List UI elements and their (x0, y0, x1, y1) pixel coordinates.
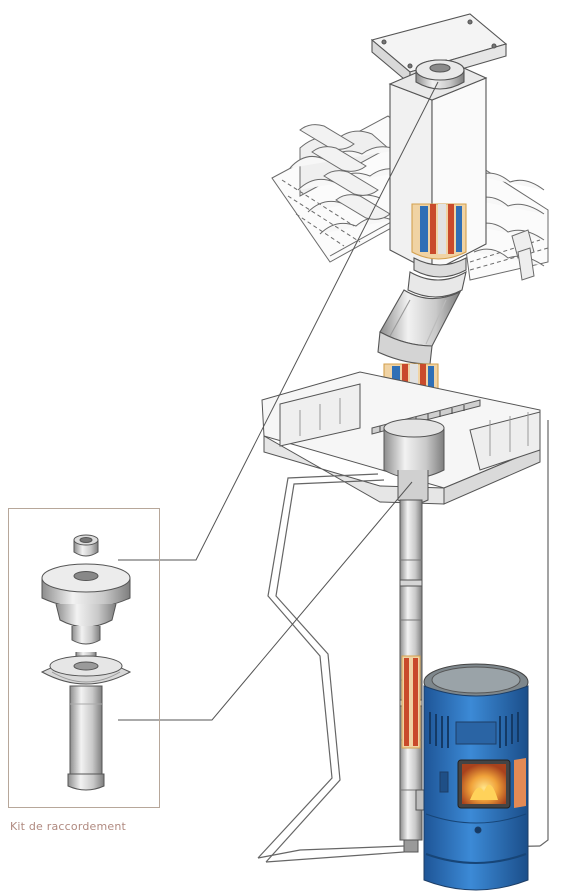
kit-caption: Kit de raccordement (10, 820, 127, 833)
leader-lines (118, 81, 439, 721)
ceiling-slab (261, 371, 541, 505)
pellet-stove (423, 663, 529, 891)
kit-terminal-cap (41, 563, 131, 645)
kit-flange-pipe (40, 652, 132, 791)
chimney-stack (370, 13, 508, 273)
connection-kit-parts (40, 534, 132, 791)
kit-small-cap (73, 534, 99, 557)
connection-kit-frame (8, 508, 160, 808)
